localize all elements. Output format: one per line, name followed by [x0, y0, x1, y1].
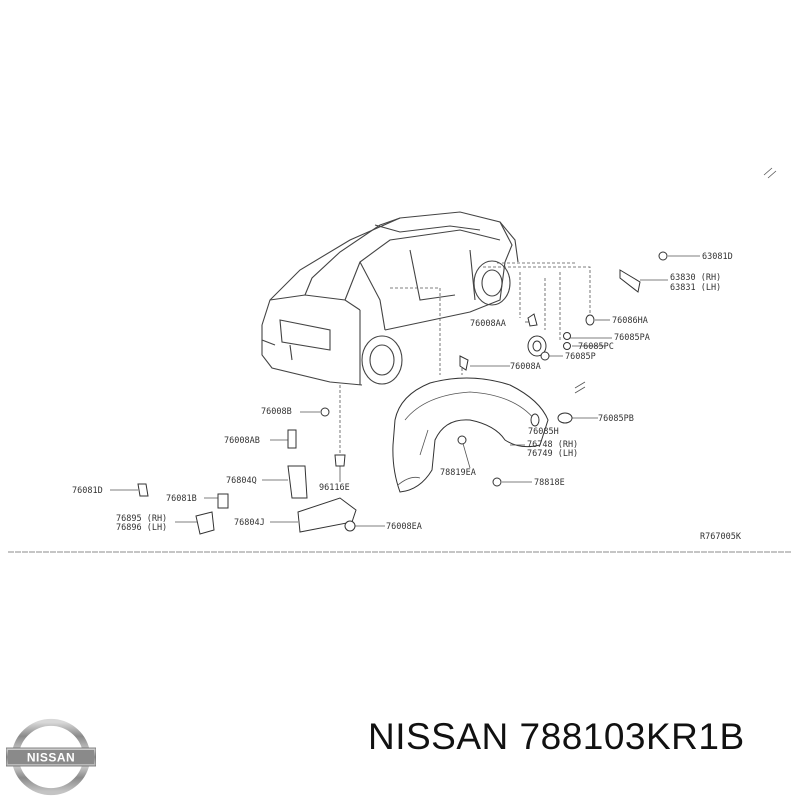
reference-code: R767005K [700, 532, 742, 542]
callout-76008A: 76008A [510, 362, 541, 372]
callout-76804Q: 76804Q [226, 476, 257, 486]
callout-76749: 76749 (LH) [527, 449, 578, 459]
callout-76086HA: 76086HA [612, 316, 648, 326]
leader-lines-dashed [339, 262, 591, 455]
vehicle-body-illustration [261, 211, 519, 386]
callout-63831: 63831 (LH) [670, 283, 721, 293]
nissan-logo: NISSAN [6, 718, 96, 796]
callout-labels: 63081D 63830 (RH) 63831 (LH) 76086HA 760… [72, 252, 742, 542]
callout-78818E: 78818E [534, 478, 565, 488]
corner-mark [763, 167, 777, 179]
callout-96116E: 96116E [319, 483, 350, 493]
callout-76085P: 76085P [565, 352, 596, 362]
logo-text: NISSAN [27, 751, 75, 765]
part-number-title: NISSAN 788103KR1B [368, 716, 745, 757]
callout-78819EA: 78819EA [440, 468, 476, 478]
fender-liner-illustration [392, 377, 549, 493]
callout-63830: 63830 (RH) [670, 273, 721, 283]
callout-76081B: 76081B [166, 494, 197, 504]
callout-76896: 76896 (LH) [116, 523, 167, 533]
part-clips [137, 251, 668, 535]
callout-76804J: 76804J [234, 518, 265, 528]
callout-63081D: 63081D [702, 252, 733, 262]
callout-76085PA: 76085PA [614, 333, 650, 343]
callout-76085PB: 76085PB [598, 414, 634, 424]
callout-76008AB: 76008AB [224, 436, 260, 446]
callout-76895: 76895 (RH) [116, 514, 167, 524]
callout-76748: 76748 (RH) [527, 440, 578, 450]
callout-76081D: 76081D [72, 486, 103, 496]
callout-76008B: 76008B [261, 407, 292, 417]
callout-76008AA: 76008AA [470, 319, 506, 329]
callout-76008EA: 76008EA [386, 522, 422, 532]
callout-76085H: 76085H [528, 427, 559, 437]
callout-76085PC: 76085PC [578, 342, 614, 352]
